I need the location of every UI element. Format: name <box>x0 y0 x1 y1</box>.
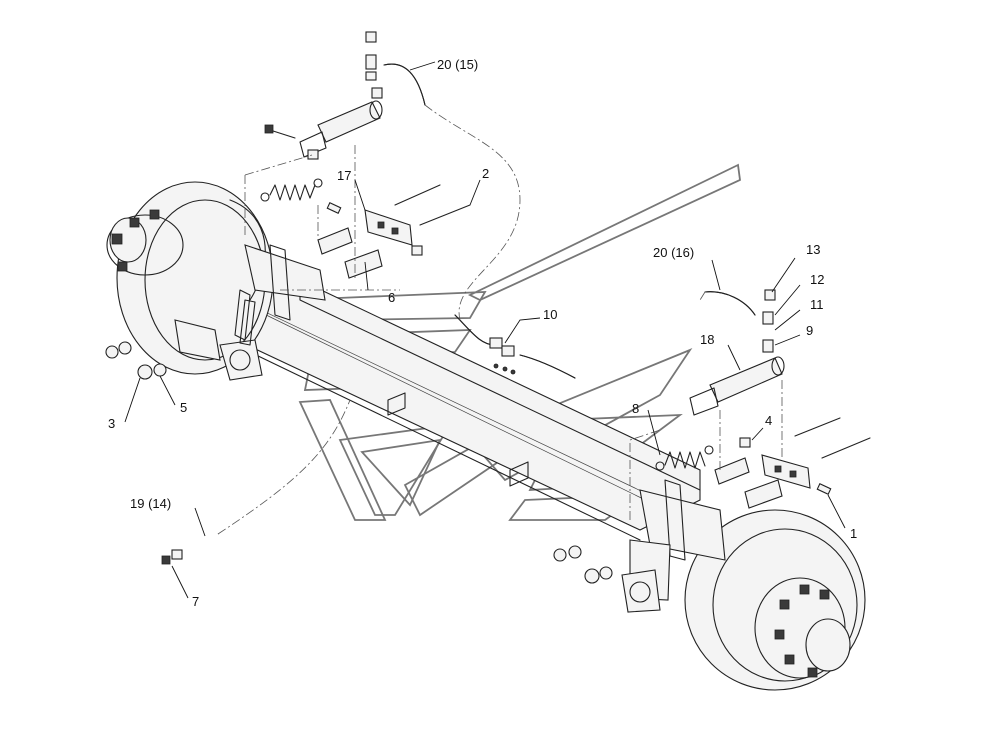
right-nuts-washers <box>553 545 613 584</box>
left-slack-adjuster <box>219 299 263 381</box>
callout-7: 7 <box>192 594 199 609</box>
callout-18: 18 <box>700 332 714 347</box>
assembly-centerlines <box>217 104 783 535</box>
callout-labels: 20 (15) 17 2 6 10 20 (16) 13 12 11 9 18 … <box>108 57 857 609</box>
callout-12: 12 <box>810 272 824 287</box>
right-brake-drum <box>629 479 866 691</box>
callout-17: 17 <box>337 168 351 183</box>
lower-return-spring <box>655 445 714 471</box>
callout-5: 5 <box>180 400 187 415</box>
upper-return-spring <box>260 178 323 202</box>
callout-20-15: 20 (15) <box>437 57 478 72</box>
lower-brake-cylinder <box>689 289 785 416</box>
left-brake-drum <box>106 181 326 375</box>
callout-19-14: 19 (14) <box>130 496 171 511</box>
callout-11: 11 <box>810 297 824 312</box>
upper-bushings <box>317 227 383 279</box>
lower-bushings <box>714 457 783 509</box>
long-bolt <box>161 532 219 565</box>
middle-hose-assembly <box>454 314 576 379</box>
callout-10: 10 <box>543 307 557 322</box>
callout-2: 2 <box>482 166 489 181</box>
callout-6: 6 <box>388 290 395 305</box>
upper-brake-cylinder <box>264 31 383 160</box>
callout-20-16: 20 (16) <box>653 245 694 260</box>
lower-bracket <box>739 417 871 495</box>
callout-9: 9 <box>806 323 813 338</box>
callout-3: 3 <box>108 416 115 431</box>
right-slack-adjuster <box>621 569 661 613</box>
callout-4: 4 <box>765 413 772 428</box>
callout-1: 1 <box>850 526 857 541</box>
callout-8: 8 <box>632 401 639 416</box>
callout-13: 13 <box>806 242 820 257</box>
leader-lines <box>124 61 846 599</box>
upper-bracket <box>326 184 471 256</box>
upper-hose <box>383 63 426 106</box>
